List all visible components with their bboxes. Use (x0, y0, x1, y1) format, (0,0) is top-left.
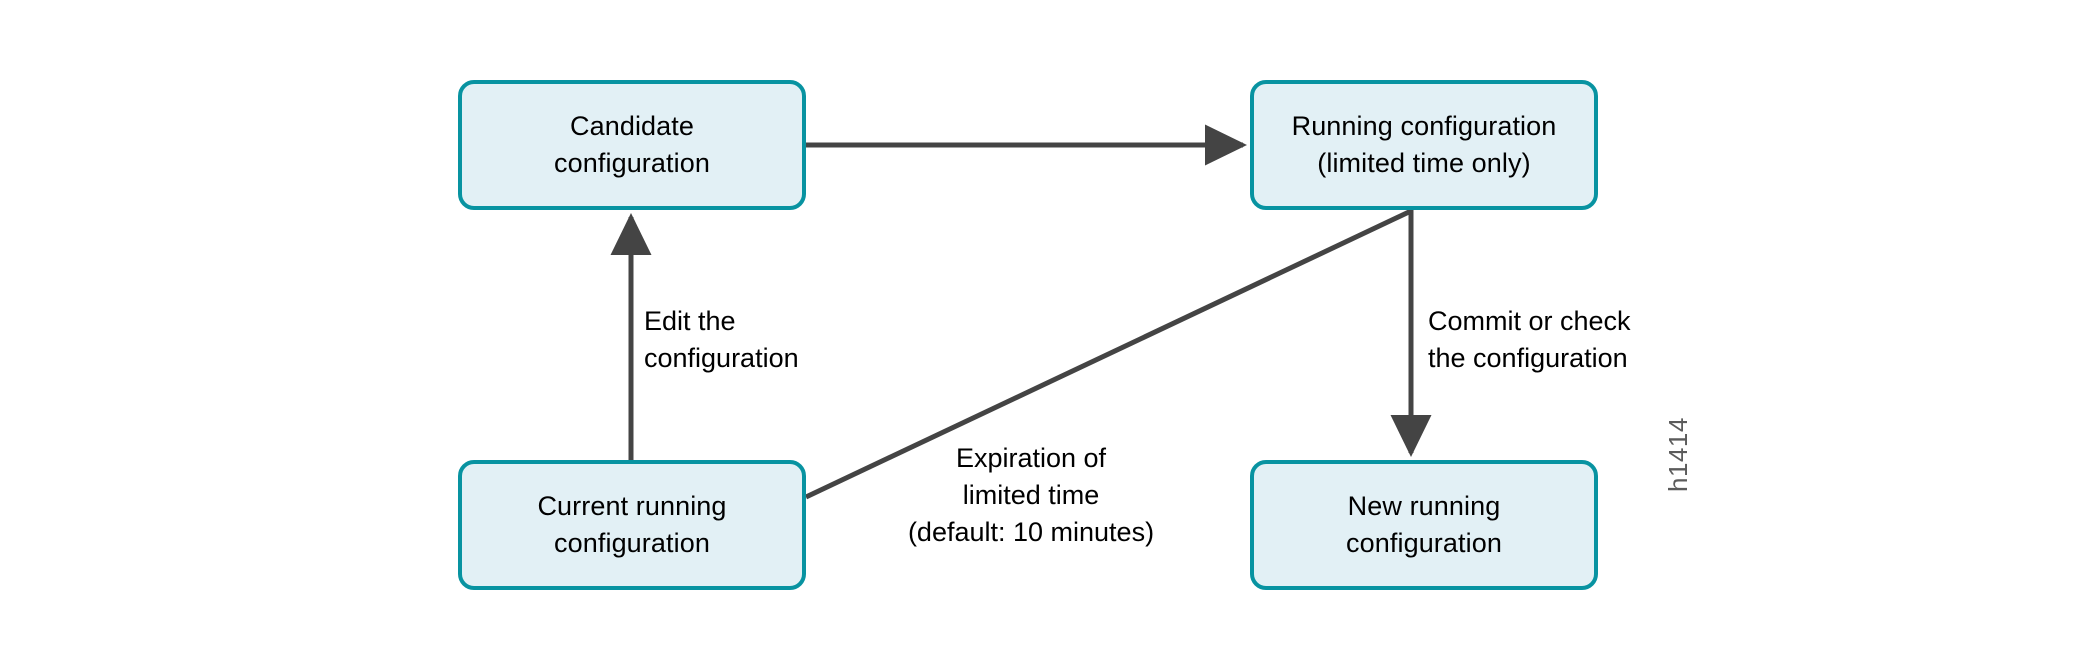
node-label: Running configuration (limited time only… (1291, 111, 1557, 178)
node-running-configuration[interactable]: Running configuration (limited time only… (1250, 80, 1598, 210)
edge-label-edit-the-configuration: Edit the configuration (644, 306, 799, 373)
node-label: Candidate configuration (554, 111, 710, 178)
node-label: Current running configuration (537, 491, 727, 558)
edge-label-commit-or-check: Commit or check the configuration (1428, 306, 1631, 373)
edge-running-to-current (804, 208, 1413, 500)
node-label: New running configuration (1346, 491, 1502, 558)
node-candidate-configuration[interactable]: Candidate configuration (458, 80, 806, 210)
node-new-running-configuration[interactable]: New running configuration (1250, 460, 1598, 590)
watermark-label: h1414 (1663, 417, 1693, 492)
edge-label-expiration-of-limited-time: Expiration of limited time (default: 10 … (907, 443, 1155, 547)
node-current-running-configuration[interactable]: Current running configuration (458, 460, 806, 590)
